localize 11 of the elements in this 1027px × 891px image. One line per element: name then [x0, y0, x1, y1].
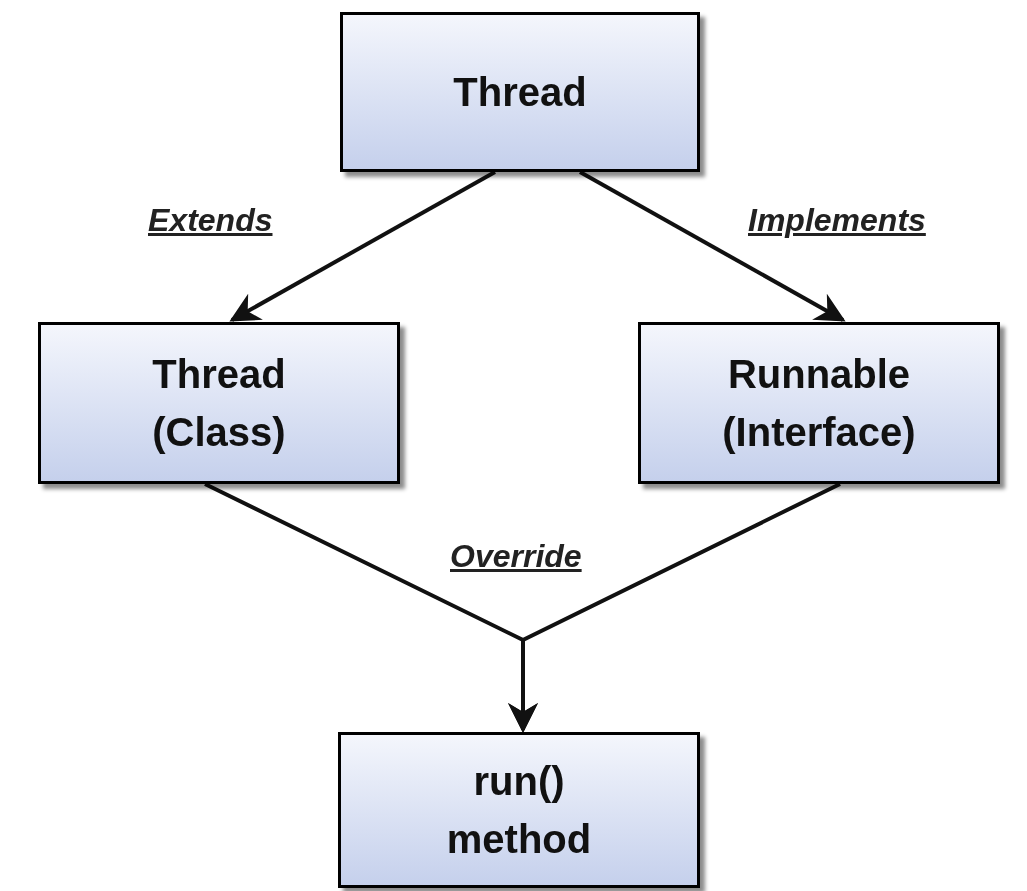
- box-text: Runnable (Interface): [721, 351, 917, 456]
- process-box: [638, 322, 1000, 484]
- box-text: Thread: [453, 69, 587, 116]
- arrow: [508, 482, 841, 733]
- arrow: [229, 170, 496, 322]
- process-box: [340, 12, 700, 172]
- box-text: Thread (Class): [151, 351, 287, 456]
- process-box: [338, 732, 700, 888]
- process-box: [38, 322, 400, 484]
- arrow: [579, 170, 846, 322]
- box-text: run() method: [445, 758, 593, 863]
